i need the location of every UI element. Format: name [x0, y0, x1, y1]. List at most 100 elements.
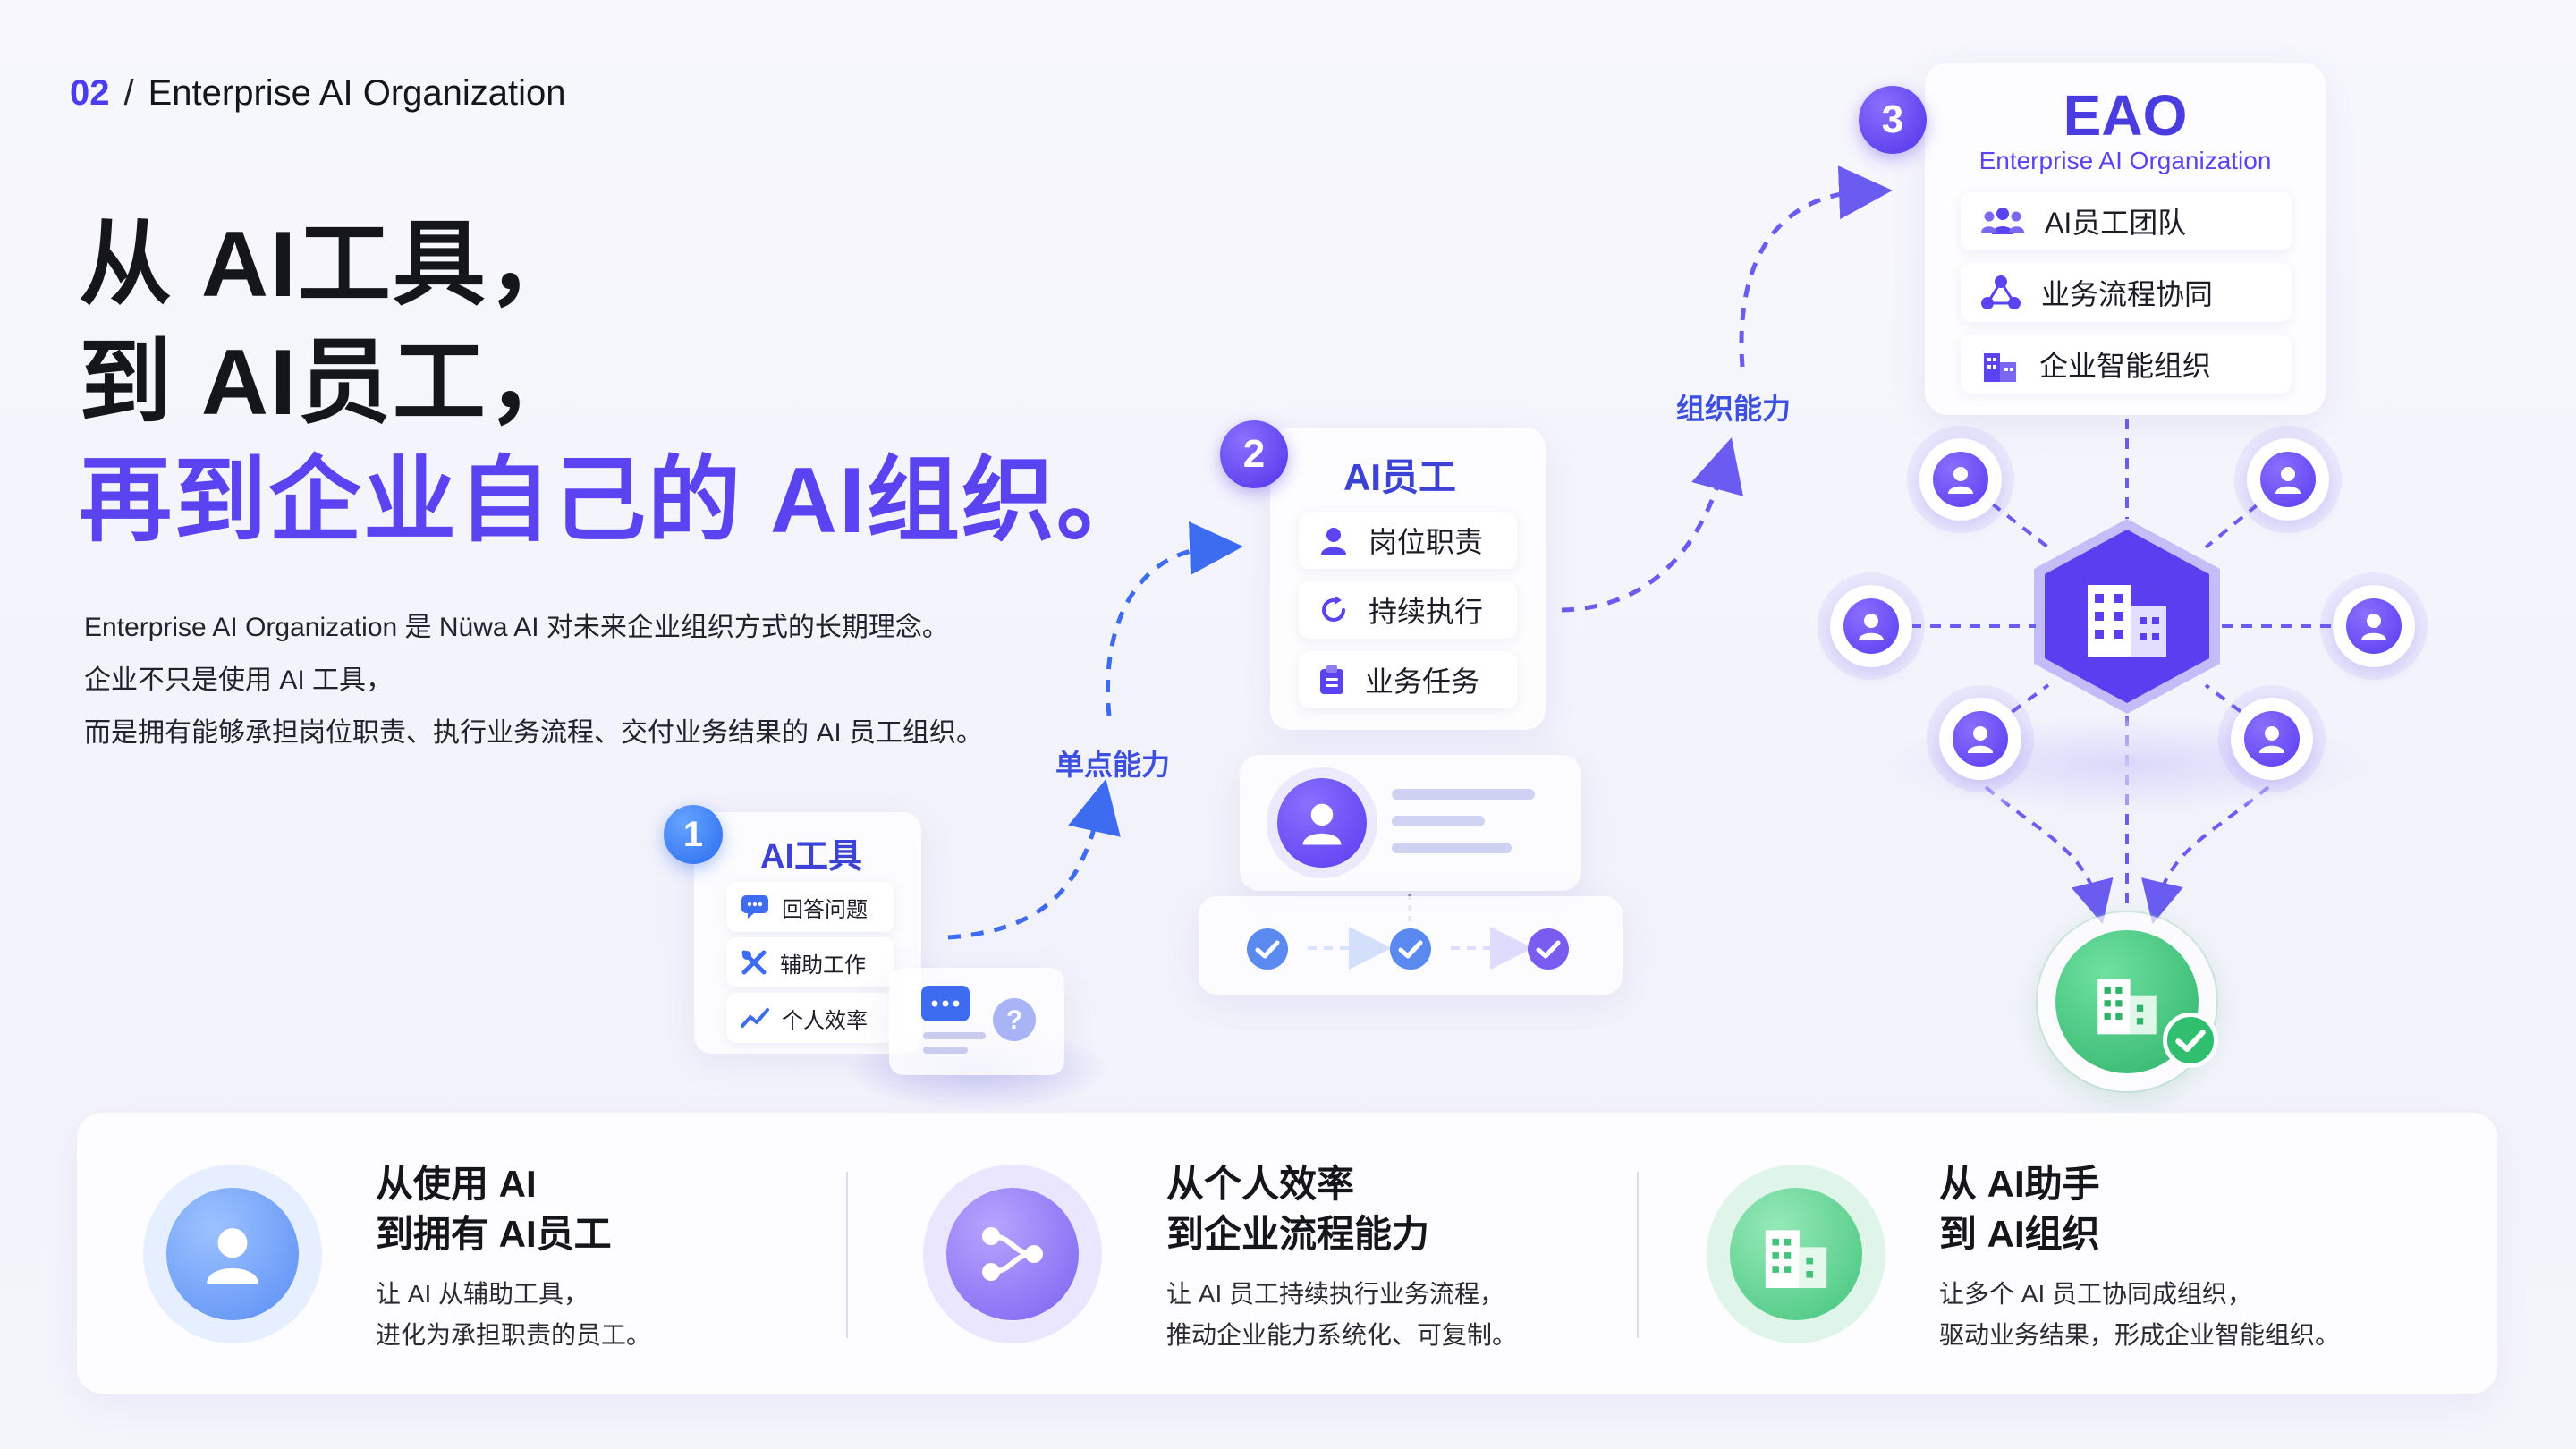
summary-description: 让 AI 从辅助工具， 进化为承担职责的员工。 — [376, 1274, 651, 1356]
step1-card: AI工具 回答问题 辅助工作 个人效率 — [694, 812, 921, 1054]
summary-desc-line-1: 让多个 AI 员工协同成组织， — [1939, 1280, 2253, 1308]
summary-column-1: 从使用 AI 到拥有 AI员工 让 AI 从辅助工具， 进化为承担职责的员工。 — [77, 1113, 846, 1394]
step2-item-task: 业务任务 — [1299, 651, 1517, 708]
building-icon — [2097, 979, 2157, 1035]
network-node — [2231, 698, 2313, 780]
placeholder-line — [1392, 789, 1535, 800]
step2-item-label: 岗位职责 — [1368, 526, 1484, 558]
summary-title: 从 AI助手 到 AI组织 — [1939, 1159, 2100, 1259]
step3-subtitle: Enterprise AI Organization — [1979, 147, 2272, 174]
step2-flow-card — [1199, 896, 1623, 995]
step2-title: AI员工 — [1343, 456, 1457, 498]
description: Enterprise AI Organization 是 Nüwa AI 对未来… — [84, 601, 983, 759]
summary-icon-circle — [1707, 1165, 1885, 1343]
summary-title-line-1: 从个人效率 — [1166, 1163, 1355, 1205]
summary-title-line-2: 到拥有 AI员工 — [376, 1213, 612, 1255]
summary-desc-line-2: 推动企业能力系统化、可复制。 — [1166, 1321, 1518, 1349]
placeholder-line — [1392, 843, 1512, 853]
step1-badge: 1 — [664, 805, 723, 864]
network-node — [2247, 438, 2329, 521]
building-icon — [1765, 1230, 1827, 1288]
summary-description: 让 AI 员工持续执行业务流程， 推动企业能力系统化、可复制。 — [1166, 1274, 1517, 1356]
step1-item-label: 回答问题 — [782, 897, 868, 922]
person-icon — [207, 1228, 258, 1284]
step2-item-label: 持续执行 — [1368, 596, 1484, 628]
breadcrumb: 02 / Enterprise AI Organization — [70, 73, 566, 114]
step3-badge: 3 — [1859, 86, 1927, 154]
network-node — [1830, 585, 1912, 667]
summary-title-line-1: 从使用 AI — [376, 1163, 537, 1205]
summary-desc-line-1: 让 AI 员工持续执行业务流程， — [1166, 1280, 1505, 1308]
svg-text:?: ? — [1006, 1005, 1022, 1035]
summary-icon-circle — [923, 1165, 1102, 1343]
chat-icon — [741, 895, 768, 919]
check-icon — [1390, 928, 1431, 970]
section-title: Enterprise AI Organization — [148, 73, 566, 113]
step3-item-label: 企业智能组织 — [2039, 350, 2212, 382]
clipboard-icon — [1320, 665, 1343, 694]
step3-item-process: 业务流程协同 — [1961, 263, 2292, 322]
step1-item-label: 个人效率 — [782, 1008, 868, 1033]
step1-title: AI工具 — [760, 838, 863, 876]
summary-title-line-2: 到企业流程能力 — [1166, 1213, 1430, 1255]
page-title: 从 AI工具， 到 AI员工， 再到企业自己的 AI组织。 — [79, 206, 1151, 560]
person-icon — [1948, 467, 1973, 494]
step3-item-team: AI员工团队 — [1961, 191, 2292, 250]
network-node — [1939, 698, 2021, 780]
description-line-3: 而是拥有能够承担岗位职责、执行业务流程、交付业务结果的 AI 员工组织。 — [84, 718, 984, 748]
step1-chat-card: ? — [889, 968, 1064, 1075]
person-icon — [1302, 803, 1342, 845]
person-icon — [1968, 726, 1993, 753]
avatar — [1277, 778, 1367, 868]
step2-employee-card — [1240, 755, 1581, 891]
step2-item-execute: 持续执行 — [1299, 581, 1517, 639]
network-node — [1919, 438, 2002, 521]
step3-card: EAO Enterprise AI Organization AI员工团队 业务… — [1925, 63, 2326, 415]
headline-line-1: 从 AI工具， — [79, 213, 582, 317]
step3-title: EAO — [2063, 83, 2188, 148]
person-icon — [1321, 528, 1346, 555]
building-icon — [1984, 353, 2016, 382]
summary-icon-circle — [143, 1165, 322, 1343]
step3-item-label: AI员工团队 — [2045, 207, 2187, 239]
step1-item-answer: 回答问题 — [726, 882, 894, 932]
person-icon — [2275, 467, 2301, 494]
step3-item-org: 企业智能组织 — [1961, 335, 2292, 394]
summary-column-2: 从个人效率 到企业流程能力 让 AI 员工持续执行业务流程， 推动企业能力系统化… — [848, 1113, 1631, 1394]
person-icon — [2259, 726, 2284, 753]
step1-item-label: 辅助工作 — [780, 953, 866, 978]
flow-label-org: 组织能力 — [1676, 393, 1792, 425]
tools-icon — [741, 950, 767, 975]
person-icon — [1859, 614, 1884, 640]
refresh-icon — [1322, 596, 1345, 622]
divider — [846, 1172, 848, 1338]
check-icon — [1528, 928, 1569, 970]
breadcrumb-separator: / — [123, 73, 134, 113]
headline-line-3: 再到企业自己的 AI组织。 — [79, 449, 1151, 553]
flow-label-single: 单点能力 — [1055, 749, 1171, 781]
result-node — [2038, 912, 2218, 1091]
step2-card: AI员工 岗位职责 持续执行 业务任务 — [1270, 428, 1546, 730]
check-icon — [1247, 928, 1288, 970]
network-icon — [982, 1227, 1043, 1281]
description-line-1: Enterprise AI Organization 是 Nüwa AI 对未来… — [84, 613, 949, 642]
step2-item-label: 业务任务 — [1365, 665, 1480, 698]
summary-desc-line-1: 让 AI 从辅助工具， — [376, 1280, 589, 1308]
step1-item-assist: 辅助工作 — [726, 937, 894, 987]
question-icon: ? — [921, 986, 1036, 1054]
network-icon — [1981, 275, 2021, 309]
summary-desc-line-2: 进化为承担职责的员工。 — [376, 1321, 652, 1349]
summary-title: 从个人效率 到企业流程能力 — [1166, 1159, 1429, 1259]
step2-badge: 2 — [1220, 420, 1288, 488]
step2-item-role: 岗位职责 — [1299, 512, 1517, 569]
network-node — [2333, 585, 2415, 667]
divider — [1637, 1172, 1639, 1338]
summary-title: 从使用 AI 到拥有 AI员工 — [376, 1159, 612, 1259]
check-icon — [2163, 1013, 2218, 1068]
summary-panel: 从使用 AI 到拥有 AI员工 让 AI 从辅助工具， 进化为承担职责的员工。 … — [77, 1113, 2497, 1394]
section-number: 02 — [70, 73, 110, 113]
step1-item-efficiency: 个人效率 — [726, 993, 894, 1043]
summary-title-line-1: 从 AI助手 — [1939, 1163, 2100, 1205]
summary-description: 让多个 AI 员工协同成组织， 驱动业务结果，形成企业智能组织。 — [1939, 1274, 2340, 1356]
person-icon — [2361, 614, 2386, 640]
